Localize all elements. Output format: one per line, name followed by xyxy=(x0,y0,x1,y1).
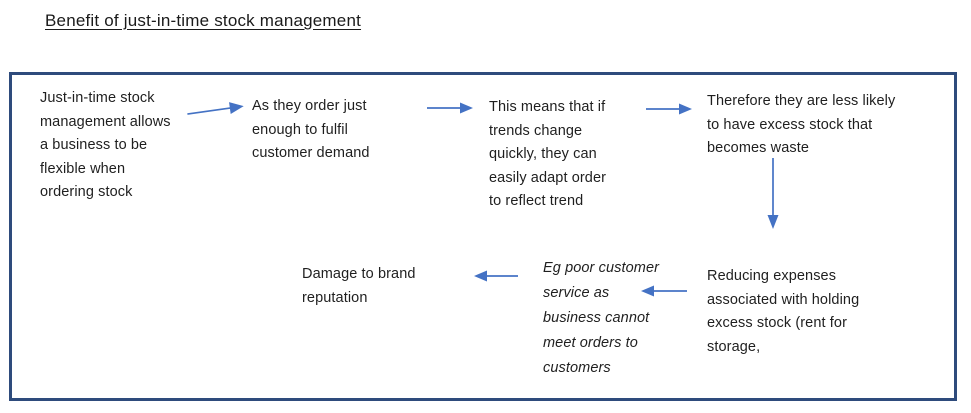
arrow-down-icon xyxy=(767,158,779,229)
arrow-right-icon xyxy=(187,102,244,115)
diagram-border-box xyxy=(9,72,957,401)
flow-step-brand-damage: Damage to brand reputation xyxy=(302,266,416,306)
arrow-right-icon xyxy=(646,103,692,115)
page-title: Benefit of just-in-time stock management xyxy=(45,11,362,30)
flow-step-poor-customer-service: Eg poor customer service as business can… xyxy=(543,260,660,376)
arrow-left-icon xyxy=(641,285,687,297)
arrow-right-icon xyxy=(427,102,473,114)
flow-step-order-enough: As they order just enough to fulfil cust… xyxy=(252,98,370,161)
arrow-left-icon xyxy=(474,270,518,282)
flow-step-adapt-trends-clip: This means that if trends change quickly… xyxy=(489,96,664,207)
flow-step-adapt-trends: This means that if trends change quickly… xyxy=(489,99,607,207)
flow-step-flexible-ordering: Just-in-time stock management allows a b… xyxy=(40,90,171,200)
flow-step-less-waste: Therefore they are less likely to have e… xyxy=(707,93,896,156)
flow-step-reducing-expenses: Reducing expenses associated with holdin… xyxy=(707,268,860,355)
